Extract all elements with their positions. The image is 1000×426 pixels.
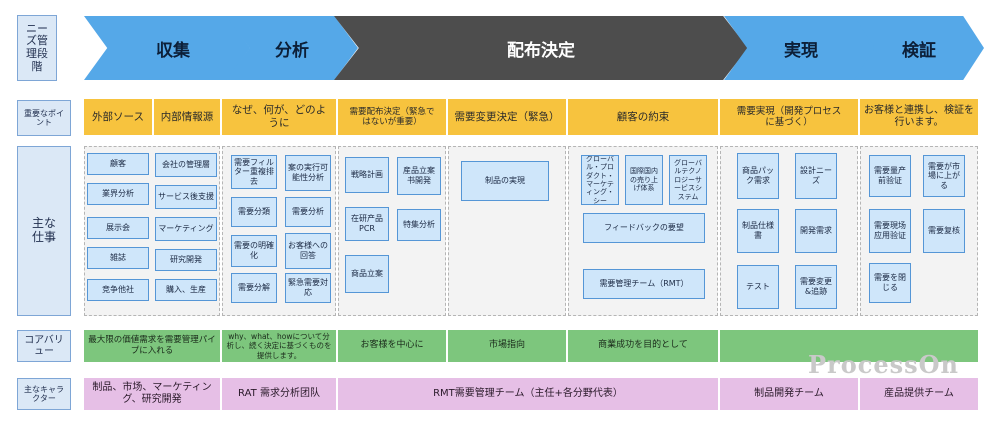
panel-collect: 顧客 業界分析 展示会 雑誌 竞争他社 会社の管理層 サービス後支援 マーケティ… [84, 146, 220, 316]
key-point-external: 外部ソース [84, 99, 152, 135]
task-box: 需要を閉じる [869, 263, 911, 303]
task-box: グローバル・プロダクト・マーケティング・シー [581, 155, 619, 205]
task-box: 産品立案书開発 [397, 157, 441, 195]
character-verify: 産品提供チーム [860, 378, 978, 410]
character-distribution: RMT需要管理チーム（主任+各分野代表） [338, 378, 718, 410]
task-box: 需要分類 [231, 197, 277, 227]
stage-collect: 収集 [84, 16, 250, 80]
stage-label: 収集 [156, 40, 190, 61]
row-label-main-work: 主な仕事 [17, 146, 71, 316]
panel-distribution: 戦略計画 産品立案书開発 在研产品PCR 特集分析 商品立案 [338, 146, 446, 316]
key-point-verify: お客様と連携し、検証を行います。 [860, 99, 978, 135]
task-box: 需要フィルター重複排去 [231, 155, 277, 189]
task-box: 研究開発 [155, 249, 217, 271]
task-box: 顧客 [87, 153, 149, 175]
panel-analysis: 需要フィルター重複排去 需要分類 需要の明確化 需要分解 案の実行可能性分析 需… [222, 146, 336, 316]
core-value-collect: 最大限の価値需求を需要管理パイプに入れる [84, 330, 220, 362]
task-box: 設計ニーズ [795, 153, 837, 199]
task-box: 制品の実現 [461, 161, 549, 201]
task-box: 戦略計画 [345, 157, 389, 193]
task-box: 需要の明確化 [231, 235, 277, 267]
task-box: フィードバックの要望 [583, 213, 705, 243]
watermark-logo: ProcessOn [808, 350, 959, 379]
task-box: 会社の管理層 [155, 153, 217, 177]
task-box: 需要変更&追跡 [795, 265, 837, 309]
task-box: お客様への回答 [285, 233, 331, 269]
row-label-stages: ニーズ管理段階 [17, 15, 57, 81]
stage-label: 配布決定 [507, 40, 575, 61]
task-box: 開発需求 [795, 209, 837, 253]
task-box: 案の実行可能性分析 [285, 155, 331, 191]
key-point-internal: 内部情報源 [154, 99, 220, 135]
task-box: 特集分析 [397, 209, 441, 241]
panel-verify: 需要量产前验证 需要が市場に上がる 需要現场应用验证 需要复核 需要を閉じる [860, 146, 978, 316]
task-box: 購入、生産 [155, 279, 217, 301]
task-box: 需要管理チーム（RMT） [583, 269, 705, 299]
stage-label: 分析 [275, 40, 309, 61]
stage-realize: 実現 [724, 16, 878, 80]
row-label-key-character: 主なキャラクター [17, 378, 71, 410]
stage-label: 実現 [784, 40, 818, 61]
core-value-distribution: お客様を中心に [338, 330, 446, 362]
task-box: 商品立案 [345, 255, 389, 293]
character-realize: 制品開発チーム [720, 378, 858, 410]
key-point-why-what-how: なぜ、何が、どのように [222, 99, 336, 135]
task-box: 国際国内の売り上げ体系 [625, 155, 663, 205]
task-box: 展示会 [87, 217, 149, 239]
task-box: 需要分解 [231, 273, 277, 303]
key-point-realize: 需要実現（開発プロセスに基づく） [720, 99, 858, 135]
key-point-change: 需要変更決定（緊急） [448, 99, 566, 135]
task-box: 制品仕様書 [737, 209, 779, 253]
row-label-key-points: 重要なポイント [17, 100, 71, 136]
task-box: 竞争他社 [87, 279, 149, 301]
stage-verify: 検証 [854, 16, 984, 80]
stage-label: 検証 [902, 40, 936, 61]
row-label-core-value: コアバリュー [17, 330, 71, 362]
task-box: 需要分析 [285, 197, 331, 227]
stage-distribution: 配布決定 [334, 16, 748, 80]
panel-change: 制品の実現 [448, 146, 566, 316]
task-box: テスト [737, 265, 779, 309]
task-box: 業界分析 [87, 183, 149, 205]
character-collect: 制品、市场、マーケティング、研究開発 [84, 378, 220, 410]
task-box: 需要が市場に上がる [923, 155, 965, 197]
task-box: サービス後支援 [155, 185, 217, 209]
task-box: 需要量产前验证 [869, 155, 911, 197]
panel-customer: グローバル・プロダクト・マーケティング・シー 国際国内の売り上げ体系 グローバル… [568, 146, 718, 316]
key-point-distribution: 需要配布決定（緊急ではないが重要） [338, 99, 446, 135]
task-box: グローバルテクノロジーサービスシステム [669, 155, 707, 205]
key-point-customer: 顧客の約束 [568, 99, 718, 135]
task-box: 緊急需要対応 [285, 273, 331, 303]
task-box: 在研产品PCR [345, 207, 389, 241]
task-box: マーケティング [155, 217, 217, 241]
character-analysis: RAT 需求分析团队 [222, 378, 336, 410]
core-value-customer: 商業成功を目的として [568, 330, 718, 362]
task-box: 需要复核 [923, 209, 965, 253]
core-value-change: 市場指向 [448, 330, 566, 362]
core-value-analysis: why、what、howについて分析し、続く決定に基づくものを提供します。 [222, 330, 336, 362]
task-box: 需要現场应用验证 [869, 209, 911, 253]
task-box: 雑誌 [87, 247, 149, 269]
panel-realize: 商品パック需求 設計ニーズ 制品仕様書 開発需求 テスト 需要変更&追跡 [720, 146, 858, 316]
core-value-realize-verify [720, 330, 978, 362]
task-box: 商品パック需求 [737, 153, 779, 199]
